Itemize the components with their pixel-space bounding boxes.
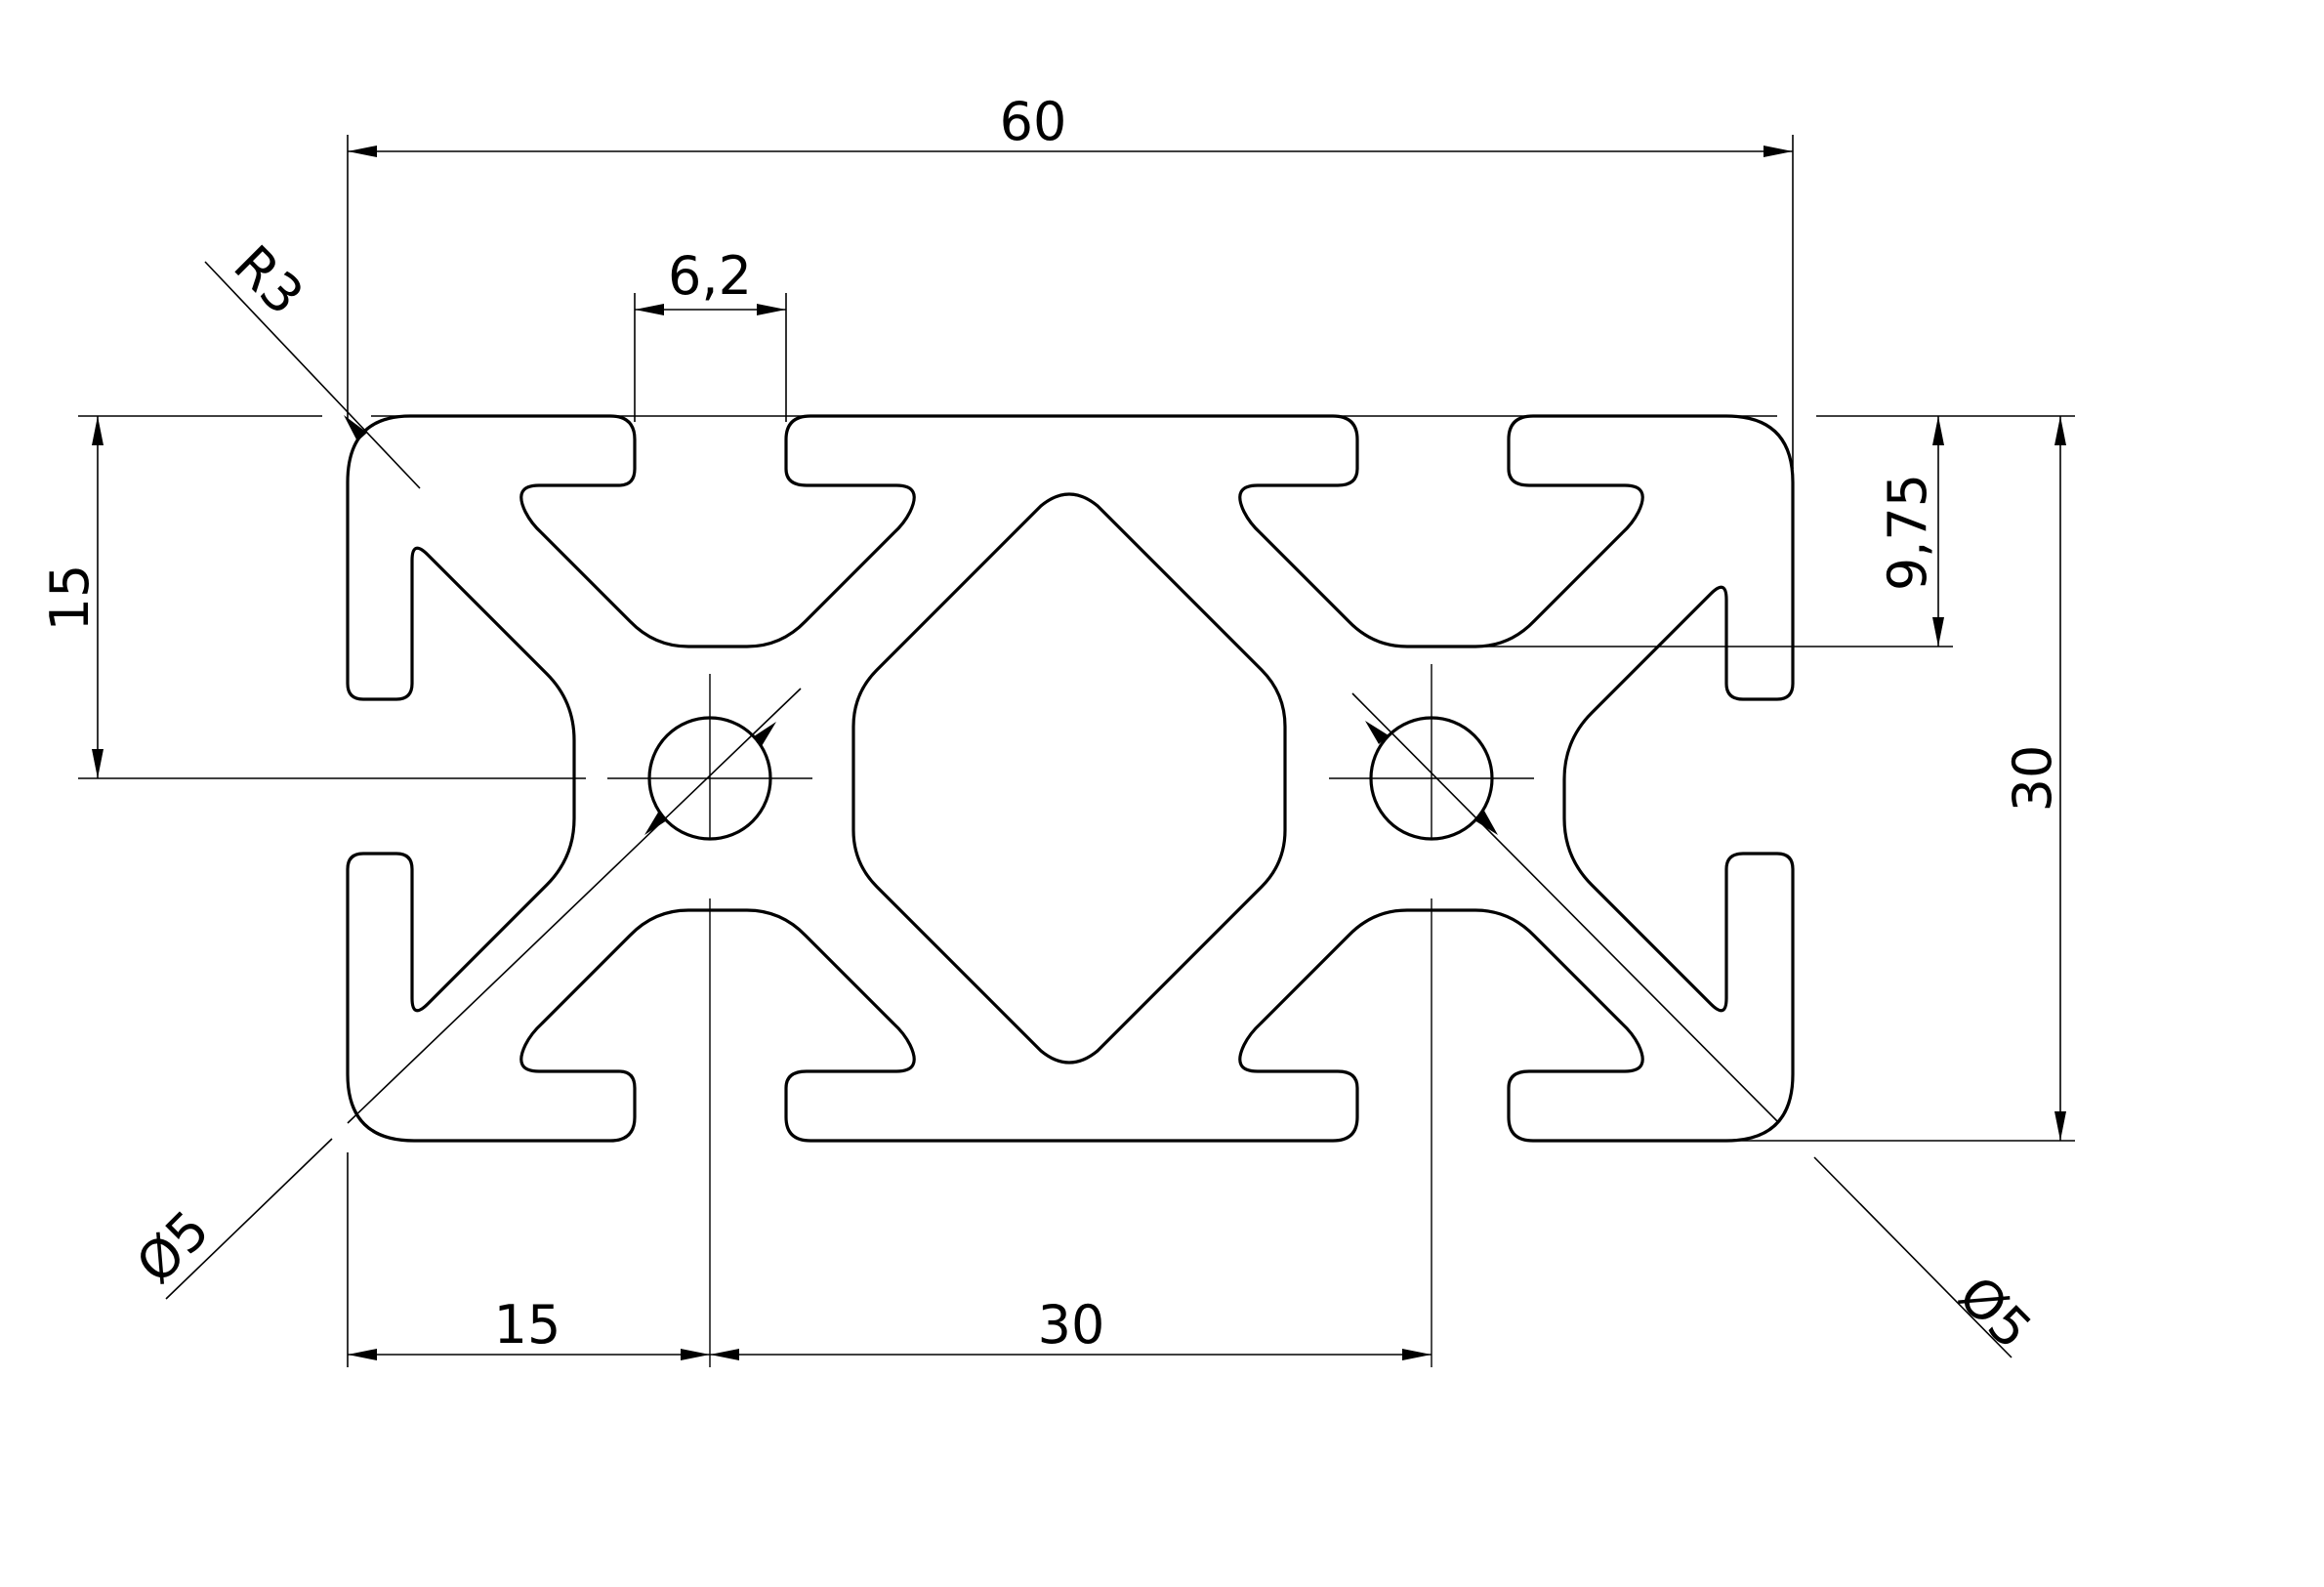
- dim-overall-width: 60: [1000, 91, 1067, 152]
- dim-half-height: 15: [39, 564, 101, 632]
- dim-bore-left: Ø5: [124, 1198, 221, 1295]
- extension-lines: [78, 135, 2075, 1367]
- dim-corner-radius: R3: [222, 233, 314, 326]
- dimension-labels: 60 6,2 R3 15 9,75 30 Ø5 Ø5 15 30: [39, 91, 2063, 1360]
- dim-center-spacing: 30: [1038, 1294, 1105, 1356]
- center-cavity: [851, 492, 1287, 1065]
- dimension-lines: [92, 146, 2066, 1360]
- dim-edge-to-center: 15: [494, 1294, 561, 1356]
- dim-overall-height: 30: [2002, 745, 2063, 813]
- dim-bore-right: Ø5: [1947, 1264, 2044, 1360]
- dim-slot-depth: 9,75: [1877, 474, 1938, 591]
- dim-slot-width: 6,2: [668, 245, 752, 307]
- center-lines: [607, 664, 1534, 1367]
